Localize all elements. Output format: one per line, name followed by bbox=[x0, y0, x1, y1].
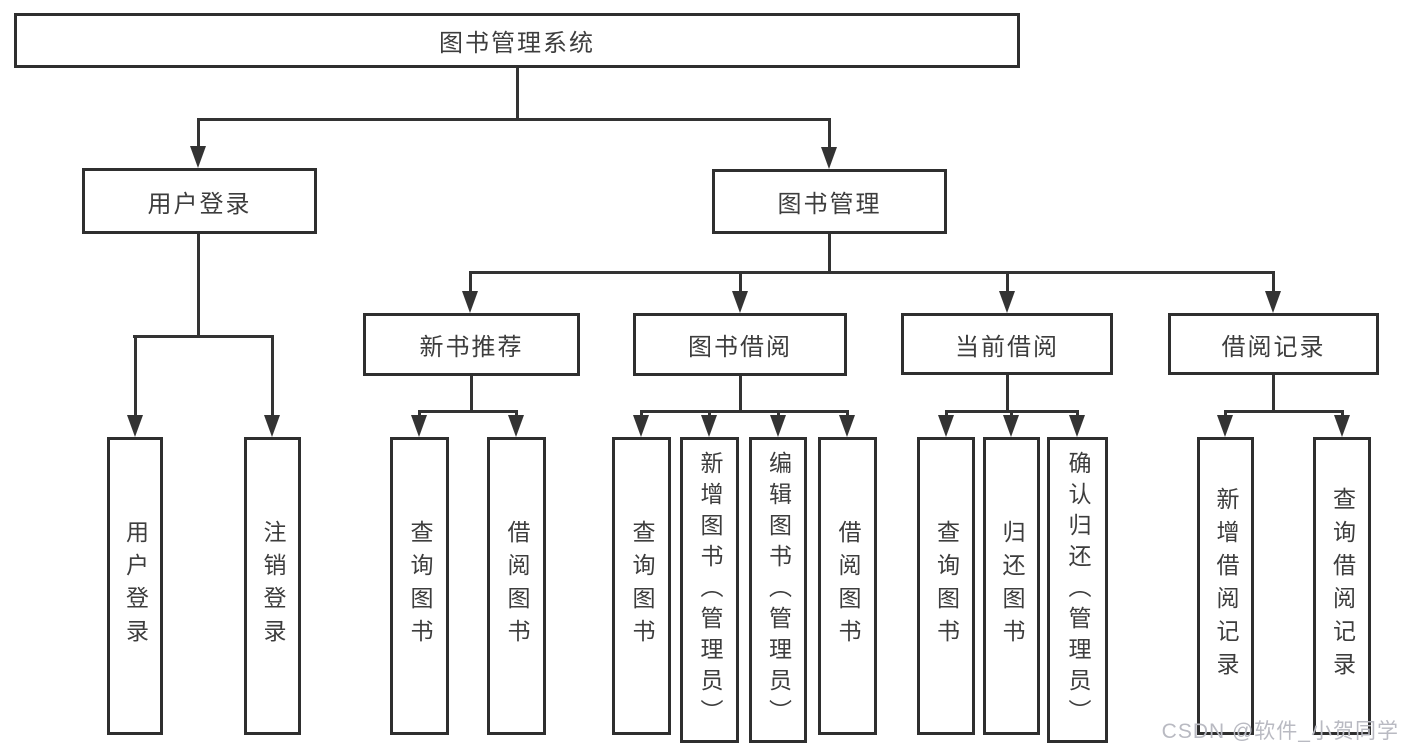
node-new-book-recommend: 新书推荐 bbox=[363, 313, 580, 376]
node-borrow-record: 借阅记录 bbox=[1168, 313, 1379, 375]
connector-line bbox=[418, 410, 518, 413]
node-current-borrow: 当前借阅 bbox=[901, 313, 1113, 375]
leaf-query-book-2: 查询图书 bbox=[612, 437, 671, 735]
leaf-edit-book-admin-label: 编辑图书（管理员） bbox=[765, 450, 792, 730]
csdn-watermark: CSDN @软件_小贺同学 bbox=[1161, 720, 1399, 743]
connector-line bbox=[133, 335, 273, 338]
leaf-borrow-book-1: 借阅图书 bbox=[487, 437, 546, 735]
connector-line bbox=[469, 271, 472, 293]
connector-line bbox=[828, 118, 831, 149]
arrowhead-icon bbox=[1265, 291, 1281, 313]
arrowhead-icon bbox=[1069, 415, 1085, 437]
leaf-user-login-label: 用户登录 bbox=[122, 520, 149, 652]
leaf-query-book-3-label: 查询图书 bbox=[933, 520, 960, 652]
arrowhead-icon bbox=[1217, 415, 1233, 437]
leaf-confirm-return-admin: 确认归还（管理员） bbox=[1047, 437, 1108, 743]
arrowhead-icon bbox=[127, 415, 143, 437]
connector-line bbox=[470, 376, 473, 410]
leaf-query-book-2-label: 查询图书 bbox=[629, 520, 655, 652]
node-root-system: 图书管理系统 bbox=[14, 13, 1020, 68]
leaf-query-borrow-record-label: 查询借阅记录 bbox=[1329, 487, 1356, 685]
leaf-confirm-return-admin-label: 确认归还（管理员） bbox=[1065, 450, 1091, 730]
node-current-borrow-label: 当前借阅 bbox=[955, 333, 1059, 361]
connector-line bbox=[1272, 271, 1275, 293]
arrowhead-icon bbox=[839, 415, 855, 437]
arrowhead-icon bbox=[1334, 415, 1350, 437]
connector-line bbox=[516, 68, 519, 118]
arrowhead-icon bbox=[462, 291, 478, 313]
arrowhead-icon bbox=[770, 415, 786, 437]
leaf-add-book-admin: 新增图书（管理员） bbox=[680, 437, 739, 743]
connector-line bbox=[640, 410, 643, 417]
arrowhead-icon bbox=[264, 415, 280, 437]
arrowhead-icon bbox=[1003, 415, 1019, 437]
arrowhead-icon bbox=[821, 147, 837, 169]
connector-line bbox=[1224, 410, 1343, 413]
arrowhead-icon bbox=[701, 415, 717, 437]
leaf-add-book-admin-label: 新增图书（管理员） bbox=[697, 450, 723, 730]
leaf-query-book-1-label: 查询图书 bbox=[407, 520, 433, 652]
connector-line bbox=[197, 118, 200, 148]
connector-line bbox=[271, 335, 274, 417]
connector-line bbox=[640, 410, 848, 413]
leaf-borrow-book-1-label: 借阅图书 bbox=[504, 520, 530, 652]
node-user-login-label: 用户登录 bbox=[147, 190, 252, 218]
leaf-query-book-3: 查询图书 bbox=[917, 437, 975, 735]
arrowhead-icon bbox=[938, 415, 954, 437]
leaf-edit-book-admin: 编辑图书（管理员） bbox=[749, 437, 807, 743]
leaf-logout-label: 注销登录 bbox=[260, 520, 286, 652]
arrowhead-icon bbox=[732, 291, 748, 313]
arrowhead-icon bbox=[411, 415, 427, 437]
leaf-user-login: 用户登录 bbox=[107, 437, 163, 735]
node-user-login: 用户登录 bbox=[82, 168, 317, 234]
node-book-management: 图书管理 bbox=[712, 169, 947, 234]
arrowhead-icon bbox=[508, 415, 524, 437]
connector-line bbox=[1341, 410, 1344, 417]
node-root-label: 图书管理系统 bbox=[439, 30, 595, 57]
connector-line bbox=[945, 410, 948, 417]
leaf-borrow-book-2-label: 借阅图书 bbox=[835, 520, 861, 652]
leaf-query-book-1: 查询图书 bbox=[390, 437, 449, 735]
node-book-borrow: 图书借阅 bbox=[633, 313, 847, 376]
node-book-borrow-label: 图书借阅 bbox=[688, 334, 792, 361]
connector-line bbox=[1006, 375, 1009, 410]
connector-line bbox=[1006, 271, 1009, 293]
connector-line bbox=[197, 118, 831, 121]
connector-line bbox=[828, 234, 831, 271]
arrowhead-icon bbox=[190, 146, 206, 168]
connector-line bbox=[469, 271, 1274, 274]
connector-line bbox=[708, 410, 711, 417]
leaf-query-borrow-record: 查询借阅记录 bbox=[1313, 437, 1371, 735]
connector-line bbox=[777, 410, 780, 417]
connector-line bbox=[739, 376, 742, 410]
leaf-borrow-book-2: 借阅图书 bbox=[818, 437, 877, 735]
node-borrow-record-label: 借阅记录 bbox=[1221, 333, 1326, 361]
leaf-return-book-label: 归还图书 bbox=[999, 520, 1025, 652]
connector-line bbox=[197, 234, 200, 335]
arrowhead-icon bbox=[633, 415, 649, 437]
connector-line bbox=[1010, 410, 1013, 417]
leaf-return-book: 归还图书 bbox=[983, 437, 1040, 735]
connector-line bbox=[134, 335, 137, 417]
leaf-add-borrow-record: 新增借阅记录 bbox=[1197, 437, 1254, 735]
connector-line bbox=[1224, 410, 1227, 417]
node-new-book-recommend-label: 新书推荐 bbox=[419, 334, 524, 361]
leaf-add-borrow-record-label: 新增借阅记录 bbox=[1213, 487, 1239, 685]
node-book-management-label: 图书管理 bbox=[777, 191, 882, 218]
connector-line bbox=[515, 410, 518, 417]
connector-line bbox=[846, 410, 849, 417]
connector-line bbox=[1076, 410, 1079, 417]
arrowhead-icon bbox=[999, 291, 1015, 313]
connector-line bbox=[739, 271, 742, 293]
connector-line bbox=[418, 410, 421, 417]
connector-line bbox=[1272, 375, 1275, 410]
leaf-logout: 注销登录 bbox=[244, 437, 301, 735]
